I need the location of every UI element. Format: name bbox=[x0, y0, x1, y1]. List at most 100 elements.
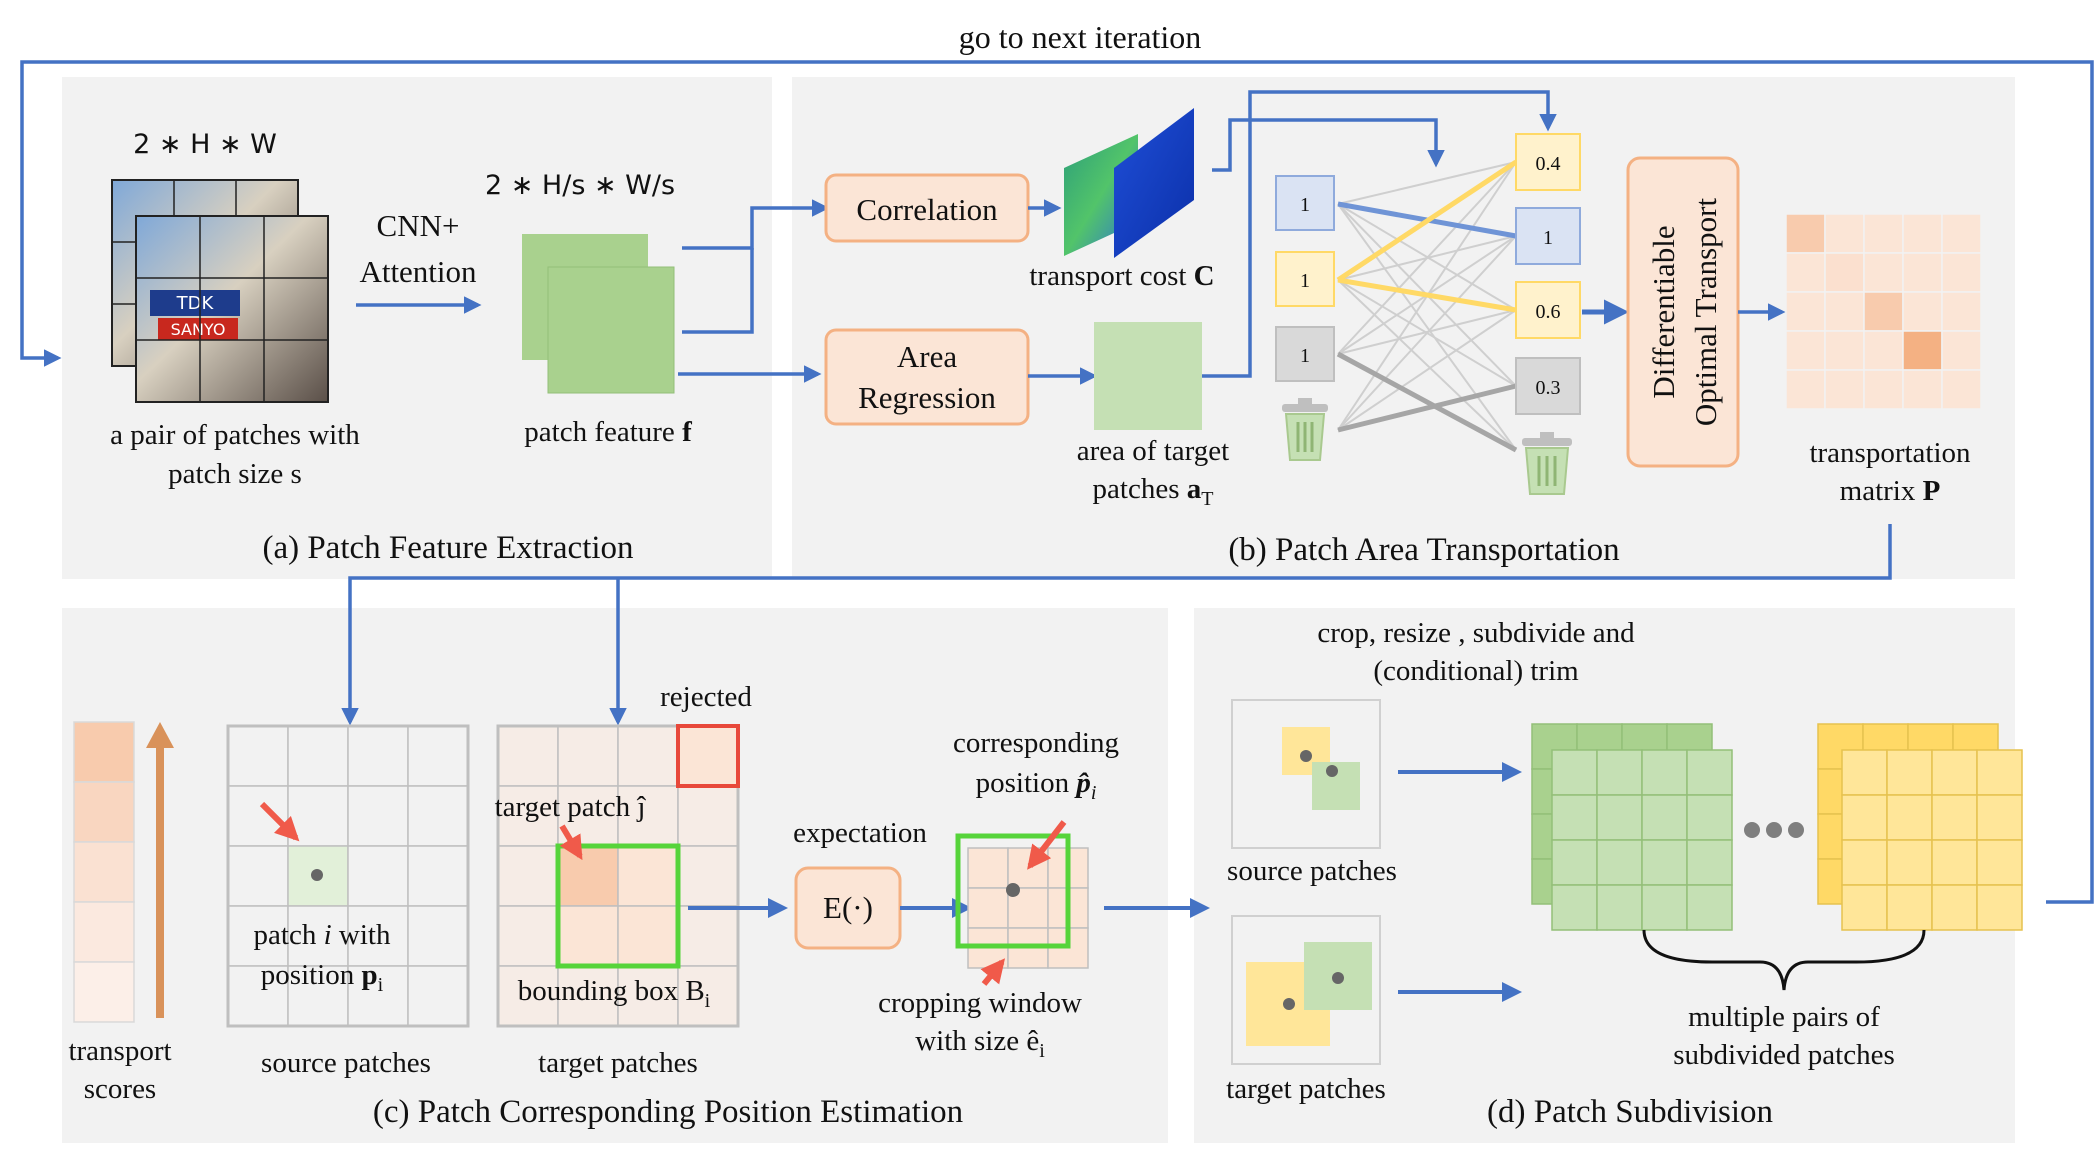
matrix-cell bbox=[1785, 252, 1826, 293]
ops-label-line2: (conditional) trim bbox=[1373, 655, 1579, 687]
green-front-cell bbox=[1641, 749, 1688, 796]
yellow-front-cell bbox=[1841, 794, 1888, 841]
correlation-label: Correlation bbox=[856, 192, 998, 227]
corresponding-position-dot bbox=[1006, 883, 1020, 897]
target-grid-cell bbox=[497, 845, 559, 907]
matrix-cell bbox=[1902, 291, 1943, 332]
target-node-1 bbox=[1515, 133, 1581, 191]
ops-label-line1: crop, resize , subdivide and bbox=[1317, 617, 1635, 649]
yellow-front-cell bbox=[1841, 884, 1888, 931]
target-grid-cell bbox=[617, 725, 679, 787]
crop-label-line2: with size êi bbox=[915, 1025, 1045, 1062]
matrix-cell bbox=[1824, 291, 1865, 332]
panel-c-title: (c) Patch Corresponding Position Estimat… bbox=[373, 1094, 963, 1130]
svg-text:TDK: TDK bbox=[176, 293, 215, 314]
trash-icon-target bbox=[1522, 432, 1572, 495]
matrix-cell bbox=[1785, 213, 1826, 254]
expectation-label: expectation bbox=[793, 817, 927, 849]
green-front-cell bbox=[1551, 884, 1598, 931]
yellow-front-cell bbox=[1931, 884, 1978, 931]
crop-red-pointer bbox=[980, 958, 1006, 986]
yellow-front-cell bbox=[1886, 884, 1933, 931]
yellow-front-cell bbox=[1976, 749, 2023, 796]
arrow-cost-to-graph bbox=[1212, 118, 1445, 172]
score-cell bbox=[73, 901, 135, 963]
cropping-window bbox=[955, 833, 1071, 949]
source-grid-cell bbox=[407, 785, 469, 847]
green-front-cell bbox=[1686, 794, 1733, 841]
source-node-3 bbox=[1275, 326, 1335, 382]
target-node-2 bbox=[1515, 207, 1581, 265]
source-grid-cell bbox=[287, 785, 349, 847]
corr-label-line1: corresponding bbox=[953, 727, 1119, 759]
matrix-cell bbox=[1863, 252, 1904, 293]
source-grid-cell bbox=[407, 725, 469, 787]
input-size-label: 2 ∗ H ∗ W bbox=[133, 129, 277, 160]
source-node-2 bbox=[1275, 251, 1335, 307]
matrix-cell bbox=[1941, 330, 1982, 371]
corr-red-pointer bbox=[1027, 820, 1067, 870]
target-node-2-value: 1 bbox=[1543, 227, 1553, 249]
target-node-1-value: 0.4 bbox=[1536, 153, 1561, 175]
target-red-pointer bbox=[559, 824, 583, 861]
ellipsis-dot-3 bbox=[1788, 822, 1804, 838]
matrix-cell bbox=[1863, 291, 1904, 332]
feature-map-front bbox=[547, 266, 675, 394]
yellow-front-cell bbox=[1976, 839, 2023, 886]
target-node-3-value: 0.6 bbox=[1536, 301, 1561, 323]
trash-icon-source bbox=[1282, 398, 1328, 461]
score-up-arrow-head bbox=[146, 722, 174, 748]
source-grid-cell bbox=[347, 785, 409, 847]
source-grid-cell bbox=[347, 845, 409, 907]
source-grid-cell bbox=[407, 965, 469, 1027]
matrix-cell bbox=[1824, 330, 1865, 371]
target-grid-cell bbox=[677, 965, 739, 1027]
ot-label-line2: Optimal Transport bbox=[1688, 198, 1723, 427]
source-grid-cell bbox=[407, 845, 469, 907]
iteration-label: go to next iteration bbox=[959, 19, 1202, 55]
target-grid-cell bbox=[497, 905, 559, 967]
target-patch-label: target patch ĵ bbox=[495, 791, 647, 823]
source-patch-grid bbox=[226, 724, 470, 1028]
panel-a-title: (a) Patch Feature Extraction bbox=[262, 530, 633, 566]
transport-caption-line1: transport bbox=[68, 1035, 171, 1067]
multi-label-line1: multiple pairs of bbox=[1688, 1001, 1880, 1033]
area-map bbox=[1094, 322, 1202, 430]
source-grid-cell bbox=[227, 785, 289, 847]
green-front-cell bbox=[1596, 749, 1643, 796]
green-front-cell bbox=[1596, 839, 1643, 886]
area-caption-line2: patches aT bbox=[1093, 473, 1214, 510]
score-cell bbox=[73, 781, 135, 843]
source-red-pointer bbox=[259, 801, 300, 842]
matrix-cell bbox=[1941, 252, 1982, 293]
matrix-cell bbox=[1863, 213, 1904, 254]
grouping-brace bbox=[1642, 929, 1926, 991]
matrix-cell bbox=[1902, 213, 1943, 254]
matrix-cell bbox=[1863, 330, 1904, 371]
rejected-box bbox=[676, 724, 740, 788]
matrix-cell bbox=[1824, 369, 1865, 410]
target-grid-cell bbox=[557, 725, 619, 787]
patch-label-line1: patch i with bbox=[254, 919, 391, 951]
green-front-cell bbox=[1686, 749, 1733, 796]
transport-cost-volume bbox=[1064, 108, 1194, 258]
rejected-label: rejected bbox=[660, 681, 752, 713]
source-grid-cell bbox=[407, 905, 469, 967]
bounding-box bbox=[555, 843, 681, 969]
arrow-feature-to-correlation-2 bbox=[682, 248, 754, 334]
yellow-front-cell bbox=[1886, 749, 1933, 796]
source-grid-cell bbox=[227, 725, 289, 787]
subdivided-yellow-stack bbox=[1817, 723, 2023, 931]
source-node-3-value: 1 bbox=[1300, 345, 1310, 367]
source-grid-caption: source patches bbox=[261, 1047, 431, 1079]
d-target-caption: target patches bbox=[1226, 1073, 1386, 1105]
matrix-cell bbox=[1785, 369, 1826, 410]
matrix-cell bbox=[1902, 252, 1943, 293]
target-grid-caption: target patches bbox=[538, 1047, 698, 1079]
matrix-cell bbox=[1785, 330, 1826, 371]
edge-highlight-yellow-1 bbox=[1336, 159, 1518, 283]
patch-label-line2: position pi bbox=[261, 959, 384, 996]
source-crop-dot-2 bbox=[1326, 765, 1338, 777]
matrix-cell bbox=[1824, 252, 1865, 293]
